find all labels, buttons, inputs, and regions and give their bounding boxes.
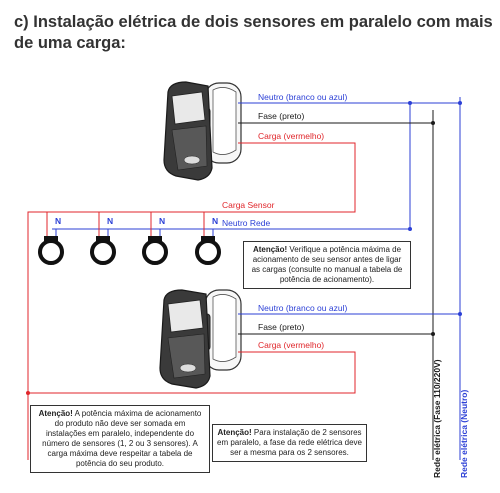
sensor-bottom-neutro-wire xyxy=(238,312,462,316)
lamp-3-icon xyxy=(142,236,168,265)
lamp-connections xyxy=(46,212,214,236)
carga-sensor-label: Carga Sensor xyxy=(222,200,275,210)
note-same-phase: Atenção! Para instalação de 2 sensores e… xyxy=(212,424,367,462)
note-same-phase-text: Para instalação de 2 sensores em paralel… xyxy=(217,428,362,457)
lamp-4-terminal-label: N xyxy=(212,216,218,226)
rail-neutro-label: Rede elétrica (Neutro) xyxy=(459,389,469,478)
sensor-bottom-neutro-label: Neutro (branco ou azul) xyxy=(258,303,347,313)
sensor-top-carga-wire xyxy=(27,142,356,460)
lamp-1-terminal-label: N xyxy=(55,216,61,226)
sensor-top-fase-wire xyxy=(238,121,435,125)
lamp-1-icon xyxy=(38,236,64,265)
sensor-top-icon xyxy=(163,81,242,181)
neutro-rede-label: Neutro Rede xyxy=(222,218,270,228)
rail-fase-label: Rede elétrica (Fase 110/220V) xyxy=(432,359,442,478)
lamp-4-icon xyxy=(195,236,221,265)
note-power-check-text: Verifique a potência máxima de acionamen… xyxy=(251,245,403,284)
lamp-2-terminal-label: N xyxy=(107,216,113,226)
lamp-2-icon xyxy=(90,236,116,265)
sensor-bottom-carga-label: Carga (vermelho) xyxy=(258,340,324,350)
note-power-check-lead: Atenção! xyxy=(252,245,288,254)
sensor-bottom-fase-label: Fase (preto) xyxy=(258,322,304,332)
diagram-title: c) Instalação elétrica de dois sensores … xyxy=(14,13,493,52)
sensor-bottom-carga-wire xyxy=(28,351,356,394)
note-power-check: Atenção! Verifique a potência máxima de … xyxy=(243,241,411,289)
sensor-top-neutro-label: Neutro (branco ou azul) xyxy=(258,92,347,102)
sensor-top-carga-label: Carga (vermelho) xyxy=(258,131,324,141)
sensor-top-neutro-wire xyxy=(238,101,462,105)
note-max-power-lead: Atenção! xyxy=(38,409,73,418)
lamp-3-terminal-label: N xyxy=(159,216,165,226)
note-max-power-text: A potência máxima de acionamento do prod… xyxy=(42,409,202,468)
sensor-top-fase-label: Fase (preto) xyxy=(258,111,304,121)
sensor-bottom-fase-wire xyxy=(238,332,435,336)
sensor-bottom-icon xyxy=(159,289,242,389)
note-max-power: Atenção! A potência máxima de acionament… xyxy=(30,405,210,473)
note-same-phase-lead: Atenção! xyxy=(217,428,252,437)
